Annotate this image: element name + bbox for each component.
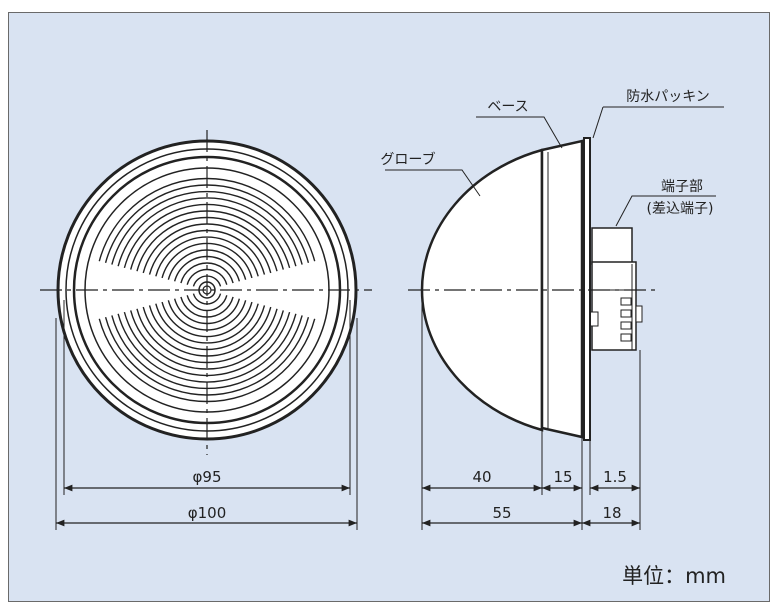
fresnel-ring: [180, 262, 234, 284]
dim-1-5: 1.5: [603, 468, 627, 486]
front-dimension-lines: [56, 484, 357, 527]
fresnel-ring: [117, 313, 297, 383]
dim-phi100: φ100: [188, 504, 227, 522]
fresnel-ring: [155, 303, 259, 344]
label-base: ベース: [487, 99, 528, 115]
leader-lines: [385, 106, 724, 227]
side-extension-lines: [421, 300, 641, 530]
label-terminal: 端子部: [661, 179, 703, 195]
side-view: [408, 137, 660, 441]
dim-40: 40: [472, 468, 491, 486]
fresnel-ring: [142, 223, 272, 274]
fresnel-ring: [161, 301, 253, 338]
packing-shape: [583, 137, 591, 441]
dim-phi95: φ95: [193, 468, 222, 486]
fresnel-ring: [155, 236, 259, 277]
label-packing: 防水パッキン: [626, 89, 710, 105]
fresnel-ring: [117, 197, 297, 267]
label-glove: グローブ: [380, 151, 435, 168]
fresnel-ring: [130, 310, 284, 370]
fresnel-ring: [186, 268, 228, 285]
unit-label: 単位：mm: [622, 564, 726, 588]
side-dimension-lines: [422, 484, 640, 527]
terminal-block-top: [591, 227, 633, 265]
front-view: [40, 130, 372, 455]
dim-55: 55: [492, 504, 511, 522]
dim-18: 18: [602, 504, 621, 522]
label-terminal-sub: (差込端子): [647, 201, 714, 217]
front-extension-lines: [55, 300, 358, 530]
dim-15: 15: [553, 468, 572, 486]
fresnel-ring: [111, 190, 303, 265]
